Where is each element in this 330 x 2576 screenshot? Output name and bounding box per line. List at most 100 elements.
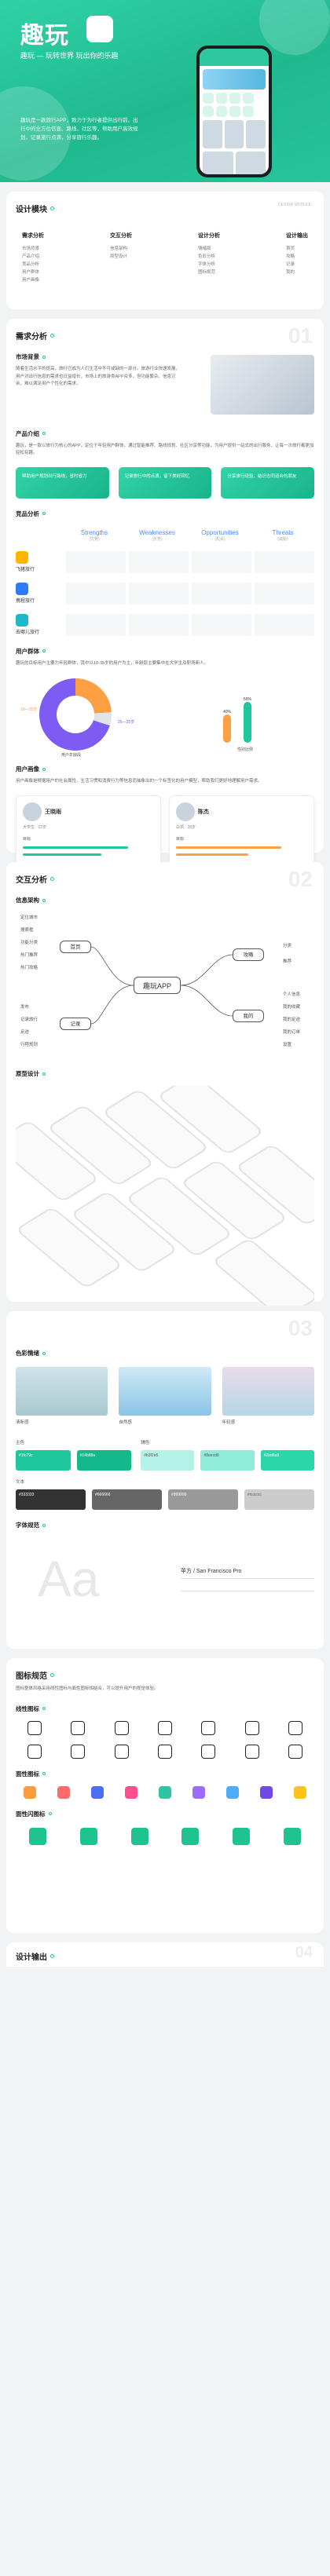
interaction-title: 交互分析 xyxy=(16,873,314,885)
line-icons-title: 线性图标 xyxy=(16,1705,314,1713)
hero-banner: 趣玩 趣玩 — 玩转世界 玩出你的乐趣 趣玩是一款旅行APP，致力于为行者提供出… xyxy=(0,0,330,182)
module-col: 设计输出 首页攻略记录我的 xyxy=(286,233,308,275)
avatar xyxy=(176,802,195,821)
brand-title: 趣玩 xyxy=(20,23,69,49)
module-col: 需求分析 市场背景产品介绍竞品分析用户群体用户画像 xyxy=(22,233,44,283)
mindmap-node-home: 首页 xyxy=(60,941,91,953)
icons-card: 图标规范 图标整体风格采用线性图标与面性图标相结合，可以提升用户的视觉体验。 线… xyxy=(6,1658,324,1933)
interaction-card: 02 交互分析 信息架构 趣玩APP 首页 攻略 记录 我的 定位城市 搜索框 … xyxy=(6,862,324,1306)
hero-phone-mockup xyxy=(196,46,272,177)
avatar xyxy=(23,802,42,821)
highlight-box: 分享旅行经验，结识志同道合的朋友 xyxy=(221,466,315,499)
swatch: #1fc79c xyxy=(16,1450,71,1471)
swot-t: Threats(威胁) xyxy=(272,528,294,542)
font-sample: Aa 苹方 / San Francisco Pro xyxy=(16,1536,314,1622)
more-icon xyxy=(293,1785,306,1799)
users-title: 用户群体 xyxy=(16,647,314,656)
section-number: 03 xyxy=(288,1316,313,1340)
flat-icons-title: 面性闪图标 xyxy=(16,1810,314,1818)
theme-icon xyxy=(192,1785,205,1799)
age-donut-chart xyxy=(39,678,112,751)
hero-description: 趣玩是一款旅行APP，致力于为行者提供出行前、出行中的全方位信息、路线、社区等，… xyxy=(20,118,138,141)
gender-bar-male xyxy=(243,702,251,743)
ctrip-icon xyxy=(16,583,28,595)
hotel-icon xyxy=(57,1785,71,1799)
camera-icon xyxy=(114,1720,129,1735)
donut-caption: 用户年龄段 xyxy=(61,753,82,758)
gender-bar-female xyxy=(222,714,231,743)
user-icon xyxy=(157,1720,172,1735)
share-icon xyxy=(157,1744,172,1759)
page: 趣玩 趣玩 — 玩转世界 玩出你的乐趣 趣玩是一款旅行APP，致力于为行者提供出… xyxy=(0,0,330,1967)
modules-subtitle: DESIGN MODULE xyxy=(278,203,311,207)
search-icon xyxy=(201,1720,216,1735)
module-col: 交互分析 信息架构原型设计 xyxy=(110,233,132,259)
output-card: 04 设计输出 xyxy=(6,1942,324,1967)
output-title: 设计输出 xyxy=(16,1950,314,1962)
needs-card: 01 需求分析 市场背景 随着生活水平的提高，旅行已成为人们生活中不可或缺的一部… xyxy=(6,319,324,908)
product-title: 产品介绍 xyxy=(16,429,314,438)
swatch: #2bd6a9 xyxy=(260,1450,314,1471)
persona-title: 用户画像 xyxy=(16,765,314,773)
hero-bubble xyxy=(259,0,330,55)
market-bg-title: 市场背景 xyxy=(16,353,314,361)
mood-title: 色彩情绪 xyxy=(16,1349,314,1357)
swot-header: Strengths(优势) Weaknesses(劣势) Opportuniti… xyxy=(16,529,314,542)
scenic-icon xyxy=(125,1785,138,1799)
mood-images: 清新感 自然感 年轻感 xyxy=(16,1367,314,1425)
mindmap-node-guide: 攻略 xyxy=(233,948,264,961)
text-swatches: #333333 #666666 #999999 #cccccc xyxy=(16,1489,314,1510)
swatch: #14b88a xyxy=(76,1450,132,1471)
gear-icon xyxy=(244,1744,259,1759)
qunar-icon xyxy=(16,614,28,627)
line-icons xyxy=(16,1720,314,1759)
home-fill-icon xyxy=(29,1827,47,1845)
location-icon xyxy=(114,1744,129,1759)
heart-icon xyxy=(244,1720,259,1735)
modules-columns: 需求分析 市场背景产品介绍竞品分析用户群体用户画像 交互分析 信息架构原型设计 … xyxy=(16,232,314,284)
swatch: #8eecd9 xyxy=(200,1450,255,1471)
competitors-title: 竞品分析 xyxy=(16,510,314,518)
like-icon xyxy=(288,1744,303,1759)
mood-item: 自然感 xyxy=(119,1367,211,1425)
highlight-box: 帮助用户规划出行路线，省时省力 xyxy=(16,466,109,499)
color-icons-title: 面性图标 xyxy=(16,1770,314,1778)
swot-row: 携程旅行 xyxy=(16,582,314,605)
heart-fill-icon xyxy=(79,1827,97,1845)
ticket-icon xyxy=(91,1785,104,1799)
mindmap-node-mine: 我的 xyxy=(233,1010,264,1022)
swot-s: Strengths(优势) xyxy=(80,528,108,542)
mood-item: 年轻感 xyxy=(222,1367,314,1425)
product-highlights: 帮助用户规划出行路线，省时省力 记录旅行中的点滴，留下美好回忆 分享旅行经验，结… xyxy=(16,466,315,499)
calendar-icon xyxy=(71,1744,86,1759)
note-fill-icon xyxy=(232,1827,250,1845)
section-number: 02 xyxy=(288,867,313,891)
wireframe-phone xyxy=(211,1237,314,1306)
module-col: 设计分析 情绪版色彩分析字体分析图标规范 xyxy=(198,233,220,275)
swatch: #b3f2e5 xyxy=(141,1450,195,1471)
mountain-fill-icon xyxy=(130,1827,148,1845)
mindmap: 趣玩APP 首页 攻略 记录 我的 定位城市 搜索框 功能分类 热门推荐 热门攻… xyxy=(16,909,314,1058)
nature-icon xyxy=(158,1785,171,1799)
highlight-box: 记录旅行中的点滴，留下美好回忆 xyxy=(118,466,212,499)
flag-fill-icon xyxy=(283,1827,301,1845)
mindmap-links xyxy=(90,946,233,1025)
app-logo-icon xyxy=(86,16,113,42)
home-icon xyxy=(27,1720,42,1735)
wireframes xyxy=(16,1086,314,1306)
swot-o: Opportunities(机会) xyxy=(201,528,239,542)
bell-icon xyxy=(201,1744,216,1759)
icons-title: 图标规范 xyxy=(16,1669,314,1681)
color-icons xyxy=(16,1785,314,1799)
font-name: 苹方 / San Francisco Pro xyxy=(181,1569,242,1574)
mindmap-node-record: 记录 xyxy=(60,1018,91,1030)
swot-w: Weaknesses(劣势) xyxy=(139,528,175,542)
food-icon xyxy=(24,1785,37,1799)
mindmap-center: 趣玩APP xyxy=(134,977,181,994)
hero-tagline: 趣玩 — 玩转世界 玩出你的乐趣 xyxy=(20,52,119,60)
swatch: #cccccc xyxy=(244,1489,314,1510)
icons-intro: 图标整体风格采用线性图标与面性图标相结合，可以提升用户的视觉体验。 xyxy=(16,1686,159,1691)
needs-title: 需求分析 xyxy=(16,330,314,342)
donut-label-a: 18—25岁 xyxy=(20,707,38,712)
users-intro: 趣玩的目标用户主要为年轻群体，其中以18-35岁的用户为主，年龄层主要集中在大学… xyxy=(16,660,209,666)
